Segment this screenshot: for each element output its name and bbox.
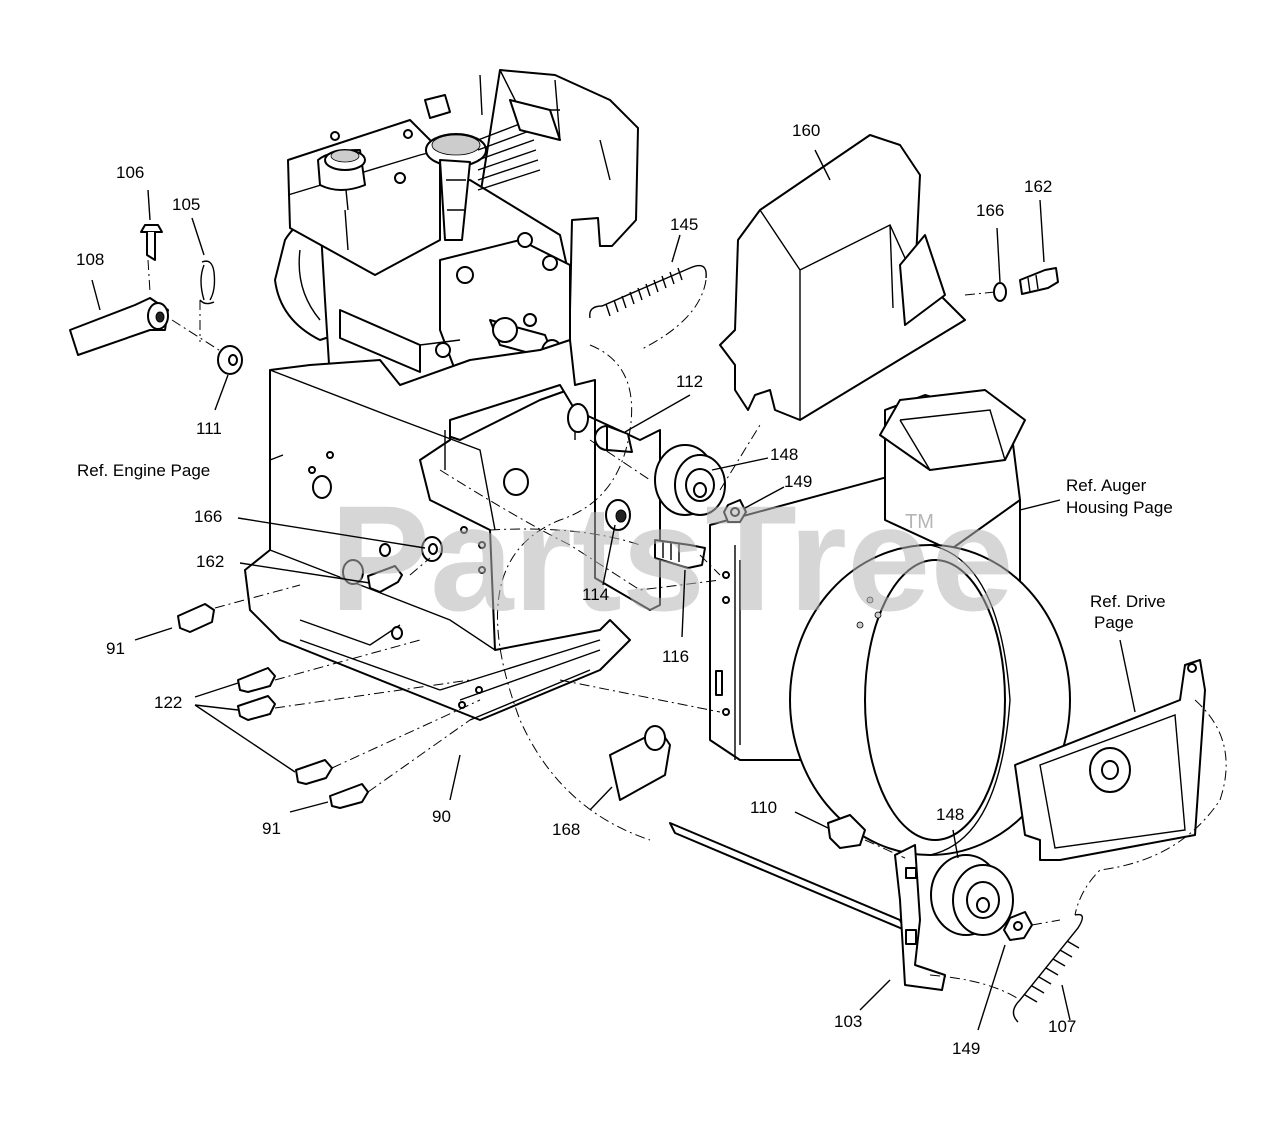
callout-114: 114	[582, 585, 609, 604]
part-114-bushing	[605, 499, 631, 531]
part-162-bolt-right	[1019, 267, 1059, 295]
part-108-arm	[69, 297, 169, 356]
callout-90: 90	[432, 807, 451, 826]
watermark: PartsTree TM	[330, 474, 1014, 642]
callout-148-lower: 148	[936, 805, 964, 824]
part-162-bolt-left	[367, 565, 403, 593]
part-149-nut-lower	[1003, 911, 1033, 941]
part-122-bolts	[237, 667, 276, 721]
callout-107: 107	[1048, 1017, 1076, 1036]
part-166-washer-left	[421, 536, 443, 562]
callout-106: 106	[116, 163, 144, 182]
callout-168: 168	[552, 820, 580, 839]
reference-labels: Ref. Engine Page Ref. Auger Housing Page…	[77, 461, 1173, 632]
callout-166-left: 166	[194, 507, 222, 526]
ref-auger-line2: Housing Page	[1066, 498, 1173, 517]
part-110-bolt	[827, 814, 866, 849]
watermark-trademark: TM	[905, 511, 934, 533]
callout-labels: 106 105 108 111 160 145 166 162 112 148 …	[76, 121, 1076, 1058]
callout-103: 103	[834, 1012, 862, 1031]
callout-160: 160	[792, 121, 820, 140]
callout-149-lower: 149	[952, 1039, 980, 1058]
callout-149-upper: 149	[784, 472, 812, 491]
ref-drive-line2: Page	[1094, 613, 1134, 632]
callout-111: 111	[196, 419, 222, 438]
callout-122: 122	[154, 693, 182, 712]
callout-166-right: 166	[976, 201, 1004, 220]
auger-housing	[709, 389, 1071, 856]
ref-engine-page: Ref. Engine Page	[77, 461, 210, 480]
callout-105: 105	[172, 195, 200, 214]
part-149-nut-upper	[723, 499, 747, 523]
part-91-bolt-upper	[177, 603, 215, 633]
callout-116: 116	[662, 647, 689, 666]
callout-145: 145	[670, 215, 698, 234]
part-148-pulley-lower	[930, 854, 1014, 936]
belt-cover-160	[719, 134, 966, 421]
part-111-washer	[217, 345, 243, 375]
ref-auger-line1: Ref. Auger	[1066, 476, 1147, 495]
callout-148-upper: 148	[770, 445, 798, 464]
callout-162-right: 162	[1024, 177, 1052, 196]
callout-162-left: 162	[196, 552, 224, 571]
callout-110: 110	[750, 798, 777, 817]
callout-112: 112	[676, 372, 703, 391]
part-148-pulley-upper	[654, 444, 726, 516]
phantom-lines	[147, 259, 1227, 1001]
part-112-stud	[567, 403, 633, 453]
part-91-bolts-lower	[295, 759, 369, 809]
drive-bracket	[1014, 659, 1206, 861]
part-116-bolt	[654, 539, 706, 569]
leader-lines	[91, 149, 1136, 1031]
part-105-clip	[199, 260, 216, 305]
frame-90	[244, 339, 661, 721]
watermark-text: PartsTree	[330, 474, 1014, 642]
callout-91-lower: 91	[262, 819, 281, 838]
ref-drive-line1: Ref. Drive	[1090, 592, 1166, 611]
callout-91-upper: 91	[106, 639, 125, 658]
part-145-spring	[589, 264, 707, 319]
part-106-pin	[140, 224, 163, 261]
callout-108: 108	[76, 250, 104, 269]
part-107-spring	[1012, 913, 1083, 1023]
part-103-idler-bracket	[894, 844, 946, 991]
part-166-washer-right	[993, 282, 1007, 302]
